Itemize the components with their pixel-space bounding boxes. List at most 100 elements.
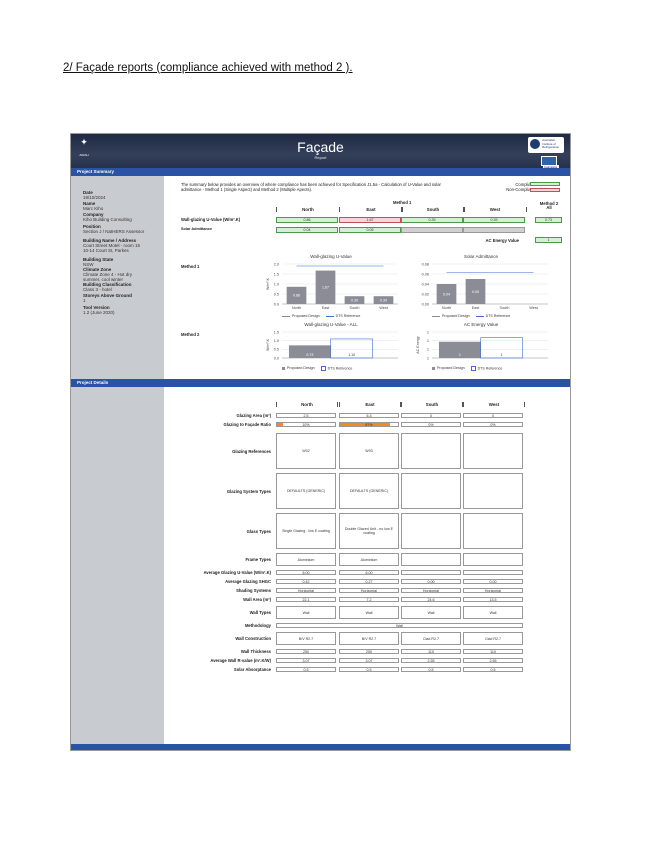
chart-ytick-label: 0.0 [274,302,279,306]
details-merged-cell: Wall [276,623,523,628]
details-cell: Double Glazed Unit - no low E coating [339,513,399,549]
details-cell: 87% [339,422,399,427]
details-cell: 0.5 [463,667,523,672]
summary-column-header: West [463,207,527,212]
method2-row-label: Method 2 [181,332,200,337]
legend-line-proposed [282,315,290,317]
details-row-label: Shading Systems [236,588,271,593]
section-project-summary: Project Summary [71,168,570,176]
details-cell-text: 22.1 [302,597,310,602]
details-cell-text: 250 [366,649,372,654]
details-cell [463,553,523,566]
details-cell [401,473,461,509]
chart-xtick-label: West [529,306,539,310]
details-cell [401,553,461,566]
details-row-label: Wall Thickness [240,649,271,654]
details-cell-text: Horizontal [484,588,502,593]
sidebar-value: 1.2 (June 2020) [83,310,115,315]
details-cell: Wall [276,606,336,619]
logo-left-text: AIRAH [79,153,89,157]
details-cell-text: 6.00 [302,570,310,575]
details-cell-text: Clad R2.7 [485,636,501,641]
chart-data-label: 0.39 [351,298,358,302]
chart-ylabel: W/m².K [266,277,270,290]
legend-label: Proposed Design [287,366,315,371]
details-cell: 3.07 [276,658,336,663]
details-cell: 0.00 [463,579,523,584]
details-cell-text: Wall [365,610,373,615]
chart-data-label: 1 [501,353,503,357]
solar-cell [401,227,463,233]
chart-ytick-label: 1 [427,356,429,360]
details-cell: 0% [463,422,523,427]
chart-xtick-label: North [292,306,301,310]
sidebar-label: Building State [83,257,114,262]
chart-ytick-label: 1.5 [274,272,279,276]
details-cell: Single Glazing - low E coating [276,513,336,549]
details-cell-text: 0.5 [366,667,372,672]
sidebar-value: Marc Kiho [83,206,104,211]
solar-cell: 0.04 [276,227,338,233]
ratio-fill-bar [277,423,283,426]
chart-ytick-label: 0.00 [422,302,429,306]
details-cell [401,570,461,575]
details-row-label: Glazing to Façade Ratio [223,422,271,427]
uvalue-all-cell: 0.73 [535,217,562,223]
details-cell-text: 0% [428,422,434,427]
calculator-label: Calculator [543,165,559,169]
details-cell-text: 0.42 [302,579,310,584]
details-cell: Horizontal [401,588,461,593]
chart-data-label: 0.39 [380,298,387,302]
institute-logo-text: Australian Institute of Refrigeration [542,138,560,149]
report-banner: ✦ AIRAH Façade Report Australian Institu… [71,134,570,169]
details-cell-text: Aluminium [360,557,378,562]
details-cell-text: 0% [490,422,496,427]
details-cell-text: 0.00 [427,579,435,584]
details-cell: 110 [463,649,523,654]
details-cell-text: 87% [365,422,373,427]
details-column-header: West [463,402,525,407]
details-cell: 2.55 [463,658,523,663]
legend-swatch-reference [320,366,326,371]
chart-data-label: 1.67 [322,286,329,290]
details-cell: 6.00 [276,570,336,575]
chart-xtick-label: South [500,306,510,310]
details-row-label: Average Wall R-value (m².K/W) [210,658,271,663]
solar-row-label: Solar Admittance [181,227,213,231]
uvalue-cell: 0.39 [401,217,463,223]
details-cell-text: Double Glazed Unit - no low E coating [344,527,394,535]
legend-compliant-swatch [530,182,560,186]
details-cell-text: W03 [365,449,373,453]
details-cell: Aluminium [339,553,399,566]
details-cell: 110 [401,649,461,654]
details-cell: Horizontal [463,588,523,593]
details-sidebar [71,387,164,750]
details-cell-text: 2.55 [489,658,497,663]
sidebar-label: Position [83,224,101,229]
details-cell-text: Horizontal [297,588,315,593]
sidebar-label: Storeys Above Ground [83,293,132,298]
details-cell: 250 [339,649,399,654]
chart-xtick-label: North [442,306,451,310]
legend-line-reference [475,315,484,317]
details-cell-text: 2.55 [427,658,435,663]
details-row-label: Wall Types [249,610,271,615]
summary-intro: The summary below provides an overview o… [181,182,441,192]
details-cell: 24.6 [401,597,461,602]
details-cell: 0.27 [339,579,399,584]
chart-ytick-label: 1 [427,348,429,352]
details-cell-text: 24.6 [427,597,435,602]
legend-label: DTS Reference [335,314,361,318]
section-project-details: Project Details [71,379,570,387]
chart-bar [286,286,307,304]
details-cell-text: Single Glazing - low E coating [282,529,330,533]
details-cell-text: Horizontal [422,588,440,593]
chart-title: Wall-glazing U-Value - ALL [304,322,358,327]
chart-bar [465,279,486,304]
sidebar-value: 19/10/2024 [83,195,106,200]
chart-data-label: 0.86 [293,294,300,298]
legend-noncompliant-swatch [530,188,560,192]
